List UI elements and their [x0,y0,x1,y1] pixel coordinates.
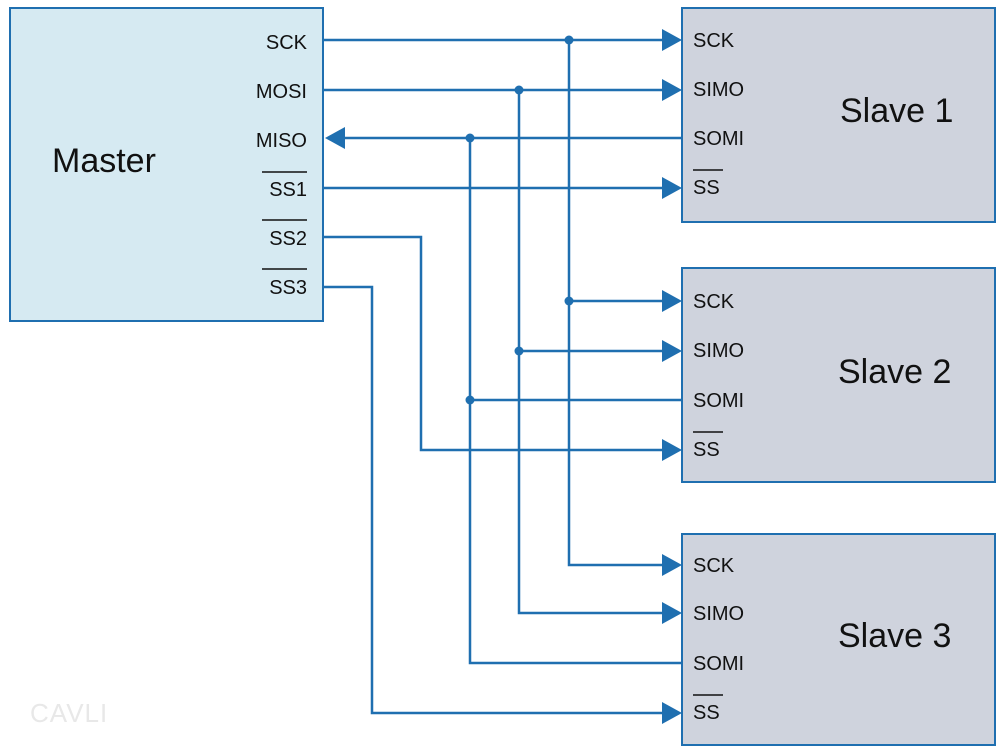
arrow-head [662,554,682,576]
arrow-head [662,177,682,199]
slave-2-block: Slave 2 SCK SIMO SOMI SS [681,267,996,483]
slave-2-pin-somi: SOMI [693,390,744,412]
arrow-head [662,702,682,724]
master-pin-mosi: MOSI [256,81,307,103]
junction-dot [514,346,524,356]
arrow-head [662,439,682,461]
slave-1-pin-sck: SCK [693,30,735,52]
wire-mosi-bus [517,90,664,615]
slave-3-pin-simo: SIMO [693,603,744,625]
junction-dot [514,85,524,95]
slave-1-title: Slave 1 [840,92,953,130]
arrow-head [662,29,682,51]
slave-2-box [681,267,996,483]
wire-ss3 [323,285,664,715]
wire-miso-bus [468,138,682,665]
master-title: Master [52,142,156,180]
slave-2-title: Slave 2 [838,353,951,391]
junction-dot [465,395,475,405]
master-pin-ss1: SS1 [269,179,307,201]
arrow-head [662,290,682,312]
slave-1-box [681,7,996,223]
junction-dot [564,296,574,306]
master-pin-sck: SCK [266,32,308,54]
wires [323,29,682,724]
slave-3-block: Slave 3 SCK SIMO SOMI SS [681,533,996,746]
slave-2-pin-ss: SS [693,439,720,461]
slave-3-pin-somi: SOMI [693,653,744,675]
watermark-logo: CAVLI [30,698,108,728]
slave-3-pin-sck: SCK [693,555,735,577]
arrow-head [662,340,682,362]
slave-1-block: Slave 1 SCK SIMO SOMI SS [681,7,996,223]
slave-1-pin-somi: SOMI [693,128,744,150]
master-pin-ss3: SS3 [269,277,307,299]
slave-1-pin-simo: SIMO [693,79,744,101]
master-pin-miso: MISO [256,130,307,152]
arrow-head [662,79,682,101]
wire-sck-bus [567,40,664,567]
slave-3-box [681,533,996,746]
master-pin-ss2: SS2 [269,228,307,250]
slave-3-pin-ss: SS [693,702,720,724]
wire-ss2 [323,235,664,452]
slave-2-pin-simo: SIMO [693,340,744,362]
arrow-head [325,127,345,149]
slave-1-pin-ss: SS [693,177,720,199]
junction-dot [465,133,475,143]
slave-2-pin-sck: SCK [693,291,735,313]
junction-dot [564,35,574,45]
master-block: Master SCK MOSI MISO SS1 SS2 SS3 [9,7,324,322]
arrow-head [662,602,682,624]
slave-3-title: Slave 3 [838,617,951,655]
